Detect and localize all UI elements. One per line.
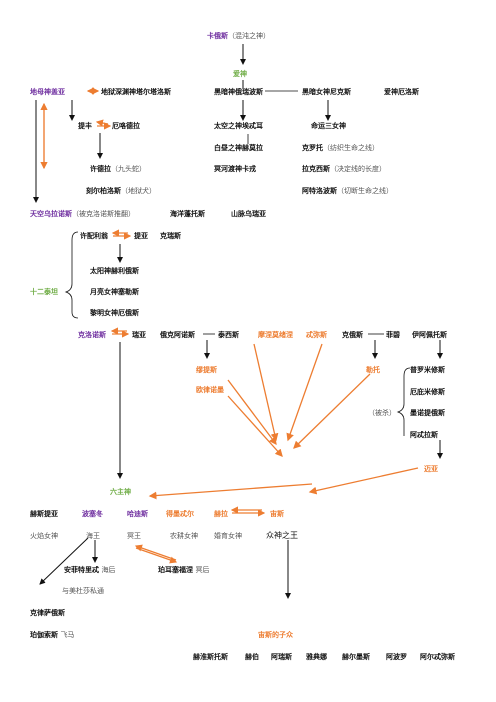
poseidon-title: 海王 <box>86 532 100 540</box>
node-eros[interactable]: 爱神 <box>233 70 247 78</box>
hydra-note: （九头蛇） <box>111 165 146 173</box>
node-hestia[interactable]: 赫斯提亚 <box>30 510 58 518</box>
node-athena[interactable]: 雅典娜 <box>306 653 327 661</box>
node-phoebe[interactable]: 菲碧 <box>386 331 400 339</box>
node-cerberus[interactable]: 刻尔柏洛斯（地狱犬） <box>86 187 156 195</box>
hestia-title: 火焰女神 <box>30 532 58 540</box>
node-erebus[interactable]: 黑暗神俄瑞波斯 <box>214 88 263 96</box>
node-hera[interactable]: 赫拉 <box>214 510 228 518</box>
node-tartarus[interactable]: 地狱深渊神塔尔塔洛斯 <box>101 88 171 96</box>
hera-title: 婚育女神 <box>214 532 242 540</box>
node-bound-note: （被杀） <box>368 409 396 417</box>
node-oceanus[interactable]: 俄克阿诺斯 <box>160 331 195 339</box>
node-hermes[interactable]: 赫尔墨斯 <box>342 653 370 661</box>
node-hephaestus[interactable]: 赫淮斯托斯 <box>193 653 228 661</box>
node-moirai[interactable]: 命运三女神 <box>311 122 346 130</box>
node-chaos[interactable]: 卡俄斯（混沌之神） <box>207 32 270 40</box>
zeus-kids-label: 宙斯的子众 <box>258 631 293 639</box>
pegasus-title: 飞马 <box>60 631 75 639</box>
node-rhea[interactable]: 瑞亚 <box>132 331 146 339</box>
node-leto[interactable]: 勒托 <box>366 366 380 374</box>
node-coeus[interactable]: 克俄斯 <box>342 331 363 339</box>
node-themis[interactable]: 忒弥斯 <box>306 331 327 339</box>
node-gaia[interactable]: 地母神盖亚 <box>30 88 65 96</box>
node-hydra[interactable]: 许德拉（九头蛇） <box>90 165 146 173</box>
node-ourea[interactable]: 山脉乌瑞亚 <box>231 210 266 218</box>
node-clotho[interactable]: 克罗托（纺织生命之线） <box>302 144 379 152</box>
node-eros2[interactable]: 爱神厄洛斯 <box>384 88 419 96</box>
node-pontus[interactable]: 海洋蓬托斯 <box>170 210 205 218</box>
node-echidna[interactable]: 厄咯德拉 <box>112 122 140 130</box>
node-zeus[interactable]: 宙斯 <box>270 510 284 518</box>
node-epimetheus[interactable]: 厄庇米修斯 <box>410 388 445 396</box>
lachesis-note: （决定线的长度） <box>330 165 386 173</box>
node-hebe[interactable]: 赫伯 <box>245 653 259 661</box>
node-mnemosyne[interactable]: 摩涅莫绪涅 <box>258 331 293 339</box>
node-hyperion[interactable]: 许配利翁 <box>80 232 108 240</box>
node-chrysaor[interactable]: 克律萨俄斯 <box>30 609 65 617</box>
node-apollo[interactable]: 阿波罗 <box>386 653 407 661</box>
uranus-note: （被克洛诺斯推翻） <box>72 210 135 218</box>
node-typhon[interactable]: 提丰 <box>78 122 92 130</box>
node-menoetius[interactable]: 墨诺提俄斯 <box>410 409 445 417</box>
node-selene[interactable]: 月亮女神塞勒斯 <box>90 288 139 296</box>
node-artemis[interactable]: 阿尔忒弥斯 <box>420 653 455 661</box>
clotho-note: （纺织生命之线） <box>323 144 379 152</box>
node-hemera[interactable]: 白昼之神赫莫拉 <box>214 144 263 152</box>
node-poseidon[interactable]: 波塞冬 <box>82 510 103 518</box>
node-horae[interactable]: 欧律诺墨 <box>196 386 224 394</box>
node-muses[interactable]: 缪提斯 <box>196 366 217 374</box>
node-cronus[interactable]: 克洛诺斯 <box>78 331 106 339</box>
node-hades[interactable]: 哈迪斯 <box>127 510 148 518</box>
persephone-title: 冥后 <box>195 566 210 574</box>
node-prometheus[interactable]: 普罗米修斯 <box>410 366 445 374</box>
demeter-title: 农耕女神 <box>170 532 198 540</box>
titans-label: 十二泰坦 <box>30 288 58 296</box>
node-aether[interactable]: 太空之神埃忒耳 <box>214 122 263 130</box>
node-amphitrite[interactable]: 安菲特里忒 海后 <box>64 566 116 574</box>
node-eos[interactable]: 黎明女神厄俄斯 <box>90 309 139 317</box>
node-maia[interactable]: 迈亚 <box>424 465 438 473</box>
node-ares[interactable]: 阿瑞斯 <box>271 653 292 661</box>
node-nyx[interactable]: 黑暗女神尼克斯 <box>302 88 351 96</box>
zeus-title: 众神之王 <box>266 531 298 540</box>
cerberus-note: （地狱犬） <box>121 187 156 195</box>
amphitrite-note: 与美杜莎私通 <box>62 587 104 595</box>
node-atlas[interactable]: 阿忒拉斯 <box>410 431 438 439</box>
node-crius[interactable]: 克瑞斯 <box>160 232 181 240</box>
node-demeter[interactable]: 得墨忒尔 <box>166 510 194 518</box>
node-lachesis[interactable]: 拉克西斯（决定线的长度） <box>302 165 386 173</box>
node-persephone[interactable]: 珀耳塞福涅 冥后 <box>158 566 210 574</box>
node-helios[interactable]: 太阳神赫利俄斯 <box>90 267 139 275</box>
node-pegasus[interactable]: 珀伽索斯 飞马 <box>30 631 75 639</box>
chaos-note: （混沌之神） <box>228 32 270 40</box>
amphitrite-title: 海后 <box>101 566 116 574</box>
node-charon[interactable]: 冥河渡神卡戎 <box>214 165 256 173</box>
olympians-label: 六主神 <box>110 488 131 496</box>
node-theia[interactable]: 提亚 <box>134 232 148 240</box>
node-atropos[interactable]: 阿特洛波斯（切断生命之线） <box>302 187 393 195</box>
node-uranus[interactable]: 天空乌拉诺斯（被克洛诺斯推翻） <box>30 210 135 218</box>
hades-title: 冥王 <box>127 532 141 540</box>
atropos-note: （切断生命之线） <box>337 187 393 195</box>
node-tethys[interactable]: 泰西斯 <box>218 331 239 339</box>
node-iapetus[interactable]: 伊阿佩托斯 <box>412 331 447 339</box>
